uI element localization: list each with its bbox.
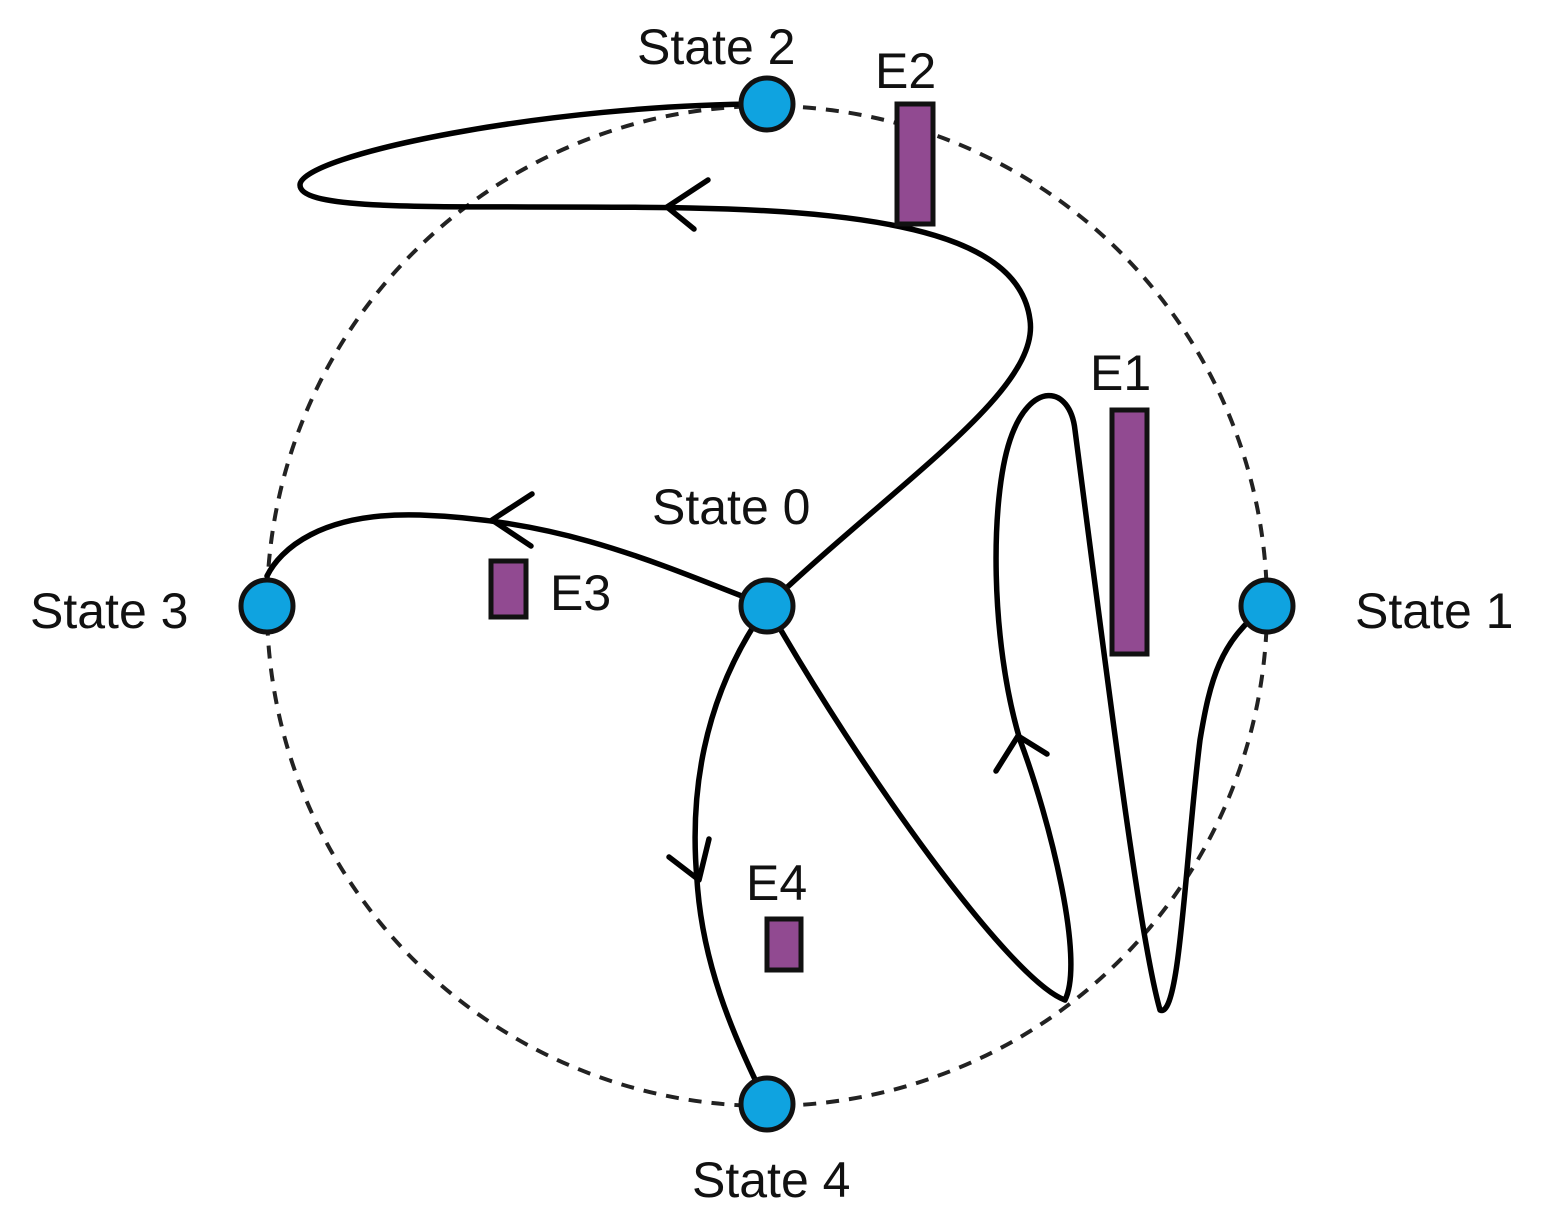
- e4-bar: [764, 916, 804, 973]
- state-0-label: State 0: [652, 479, 810, 535]
- trajectory-to-state-2: [297, 101, 1034, 609]
- state-2-node: [738, 75, 796, 133]
- state-4-node: [738, 1075, 796, 1133]
- state-1-label: State 1: [1355, 583, 1513, 639]
- arrow-to-state-2: [664, 177, 711, 232]
- state-2-label: State 2: [637, 19, 795, 75]
- e4-label: E4: [746, 855, 807, 911]
- e3-bar: [488, 558, 529, 620]
- arrow-to-state-4: [666, 836, 712, 883]
- arrow-to-state-3: [489, 491, 535, 549]
- state-4-label: State 4: [692, 1152, 850, 1208]
- e3-label: E3: [550, 565, 611, 621]
- trajectory-to-state-3: [264, 512, 770, 609]
- e2-bar: [894, 101, 936, 227]
- state-3-label: State 3: [30, 583, 188, 639]
- trajectory-to-state-1: [764, 392, 1270, 1013]
- arrow-to-state-1: [993, 733, 1050, 774]
- state-3-node: [238, 577, 296, 635]
- state-0-node: [738, 577, 796, 635]
- e1-label: E1: [1090, 345, 1151, 401]
- state-1-node: [1238, 577, 1296, 635]
- e1-bar: [1109, 407, 1150, 657]
- e2-label: E2: [875, 43, 936, 99]
